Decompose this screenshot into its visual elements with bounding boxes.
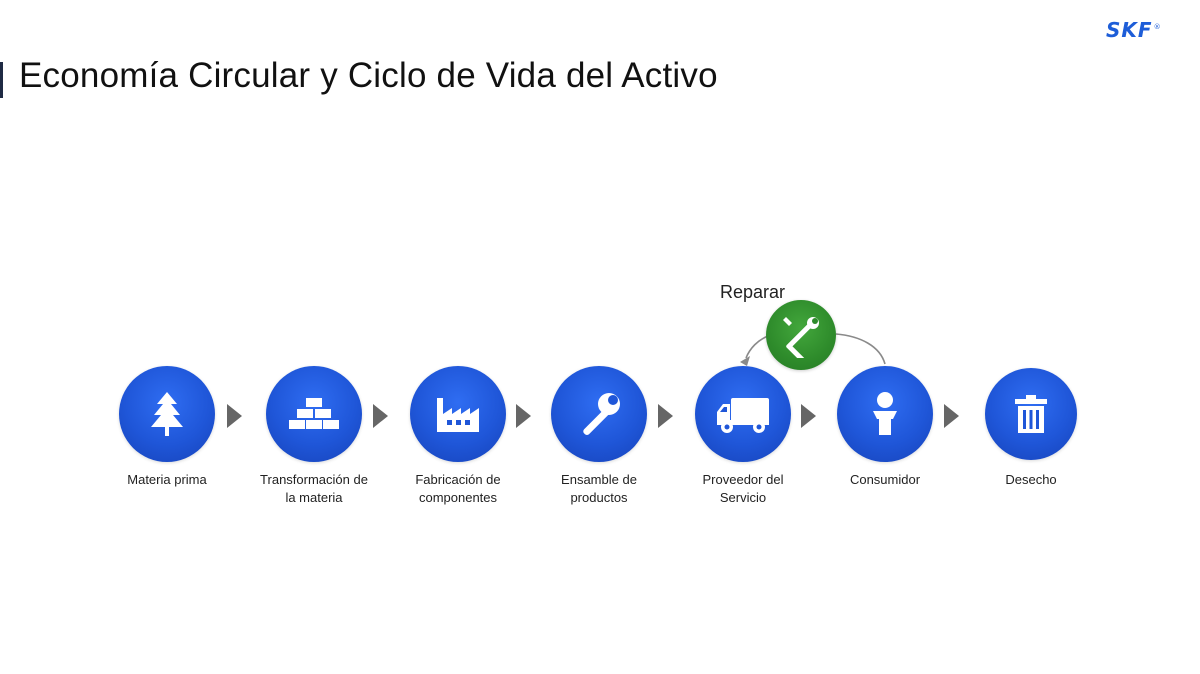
step-consumidor: Consumidor bbox=[820, 366, 950, 489]
wrench-icon bbox=[583, 393, 620, 436]
repair-label: Reparar bbox=[720, 282, 786, 302]
skf-logo: SKF® bbox=[1106, 18, 1162, 42]
flow-arrow bbox=[373, 404, 388, 428]
person-icon bbox=[873, 392, 897, 435]
step-desecho: Desecho bbox=[966, 368, 1096, 489]
step-circle bbox=[695, 366, 791, 462]
repair-loop-arrow bbox=[740, 333, 886, 366]
step-label: Materia prima bbox=[127, 472, 207, 487]
trash-icon bbox=[1015, 395, 1047, 433]
tree-icon bbox=[151, 392, 183, 436]
bricks-icon bbox=[289, 398, 339, 429]
flow-arrow bbox=[516, 404, 531, 428]
step-label: Consumidor bbox=[849, 472, 921, 487]
step-circle bbox=[837, 366, 933, 462]
factory-icon bbox=[437, 398, 479, 432]
step-circle bbox=[551, 366, 647, 462]
step-circle bbox=[985, 368, 1077, 460]
step-circle bbox=[119, 366, 215, 462]
flow-arrow bbox=[658, 404, 673, 428]
page-title: Economía Circular y Ciclo de Vida del Ac… bbox=[19, 56, 718, 95]
tools-icon bbox=[783, 317, 819, 358]
title-accent-bar bbox=[0, 62, 3, 98]
truck-icon bbox=[717, 398, 769, 433]
repair-node bbox=[766, 300, 836, 370]
flow-arrow bbox=[227, 404, 242, 428]
step-circle bbox=[410, 366, 506, 462]
flow-arrow bbox=[801, 404, 816, 428]
step-materia-prima: Materia prima bbox=[102, 366, 232, 489]
step-circle bbox=[266, 366, 362, 462]
flow-arrow bbox=[944, 404, 959, 428]
step-label: Desecho bbox=[1005, 472, 1057, 487]
